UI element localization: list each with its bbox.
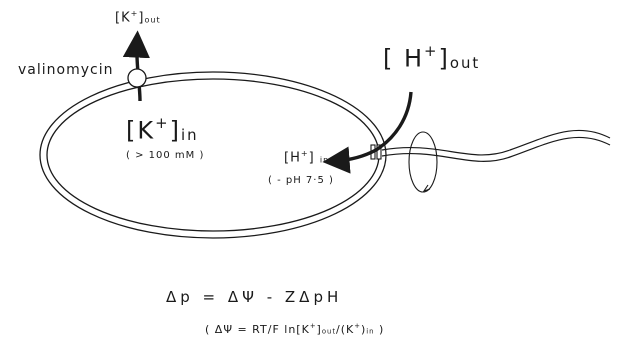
cell-outer-membrane — [39, 71, 387, 239]
flagellum-strand-1 — [381, 129, 611, 156]
proton-flux-arrow — [322, 91, 413, 174]
membrane-potential-equation: ( ΔΨ = RT/F ln[K+]out/(K+)in ) — [205, 322, 385, 336]
valinomycin-carrier — [127, 68, 147, 88]
k-in-concentration: ( > 100 mM ) — [126, 150, 205, 161]
h-in-ph: ( - pH 7·5 ) — [268, 175, 334, 186]
k-in-label: [K+]in — [126, 114, 199, 145]
flagellar-motor-channel-2 — [376, 144, 382, 160]
cell-inner-membrane — [46, 78, 380, 232]
proton-motive-force-equation: Δp = ΔΨ - ZΔpH — [166, 288, 343, 306]
rotation-arrow-icon — [422, 184, 431, 193]
k-out-label: [K+]out — [115, 9, 161, 26]
flagellum-strand-2 — [381, 136, 611, 162]
h-in-label: [H+] in — [284, 149, 330, 166]
h-out-label: [ H+]out — [383, 42, 481, 73]
flagellum-rotation-loop — [408, 131, 438, 193]
valinomycin-label: valinomycin — [18, 62, 114, 78]
